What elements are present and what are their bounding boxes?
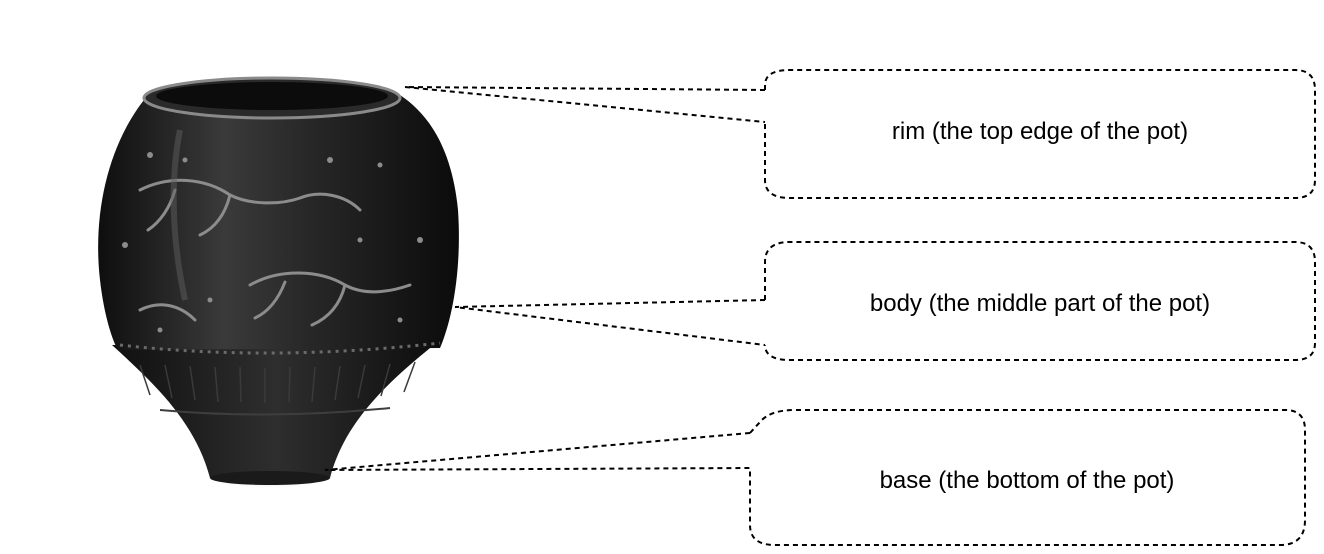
label-body: body (the middle part of the pot) (790, 290, 1290, 318)
pot-foot (210, 471, 330, 485)
label-rim: rim (the top edge of the pot) (790, 118, 1290, 146)
label-base: base (the bottom of the pot) (777, 467, 1277, 495)
pot-body-shape (98, 95, 459, 350)
pot-base-shape (112, 340, 440, 478)
pot-rim-inner (156, 82, 388, 110)
pot-image (98, 78, 459, 489)
callout-base-pointer (325, 433, 750, 470)
callout-rim-pointer (405, 87, 765, 122)
callout-body-pointer (455, 300, 765, 345)
